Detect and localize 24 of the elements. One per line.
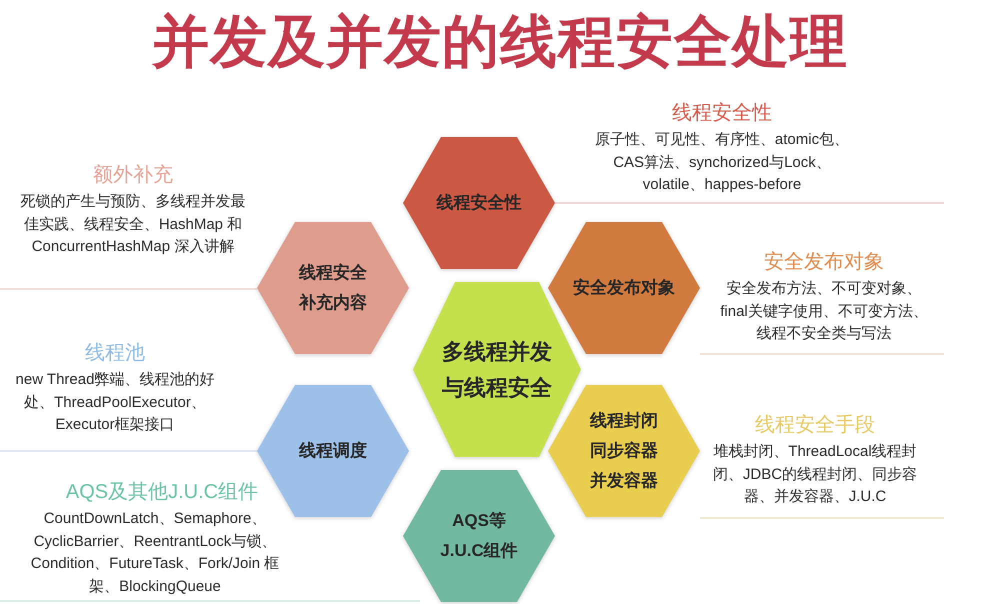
hexagon-label: AQS等J.U.C组件	[439, 510, 519, 562]
hexagon-label: 线程安全性	[435, 192, 522, 214]
section-heading: 安全发布对象	[764, 250, 884, 275]
hexagon-label: 多线程并发与线程安全	[441, 338, 553, 402]
title: 并发及并发的线程安全处理	[152, 9, 848, 76]
hexagon-label: 线程调度	[298, 440, 368, 462]
section-heading: 线程池	[85, 341, 145, 366]
hexagon-label: 线程封闭同步容器并发容器	[588, 410, 659, 492]
section-description: new Thread弊端、线程池的好处、ThreadPoolExecutor、Executor框架接口	[14, 370, 216, 435]
section-description: CountDownLatch、Semaphore、CyclicBarrier、ReentrantLock与锁、Condition、FutureTask、Fork/Join 框架、BlockingQueue	[30, 509, 280, 596]
hexagon-label: 安全发布对象	[572, 277, 676, 299]
hexagon-label: 线程安全补充内容	[298, 262, 368, 314]
hexagon	[403, 137, 555, 269]
section-description: 堆栈封闭、ThreadLocal线程封闭、JDBC的线程封闭、同步容器、并发容器、J.U.C	[712, 442, 918, 507]
hexagon	[403, 470, 555, 602]
section-description: 安全发布方法、不可变对象、final关键字使用、不可变方法、线程不安全类与写法	[719, 279, 929, 344]
section-heading: AQS及其他J.U.C组件	[66, 480, 258, 505]
section-heading: 线程安全性	[672, 101, 772, 126]
section-description: 死锁的产生与预防、多线程并发最佳实践、线程安全、HashMap 和 ConcurrentHashMap 深入讲解	[20, 192, 246, 257]
section-heading: 额外补充	[93, 163, 173, 188]
hexagon	[257, 222, 409, 354]
section-heading: 线程安全手段	[755, 413, 875, 438]
hexagon	[257, 385, 409, 517]
section-description: 原子性、可见性、有序性、atomic包、CAS算法、synchorized与Lock、volatile、happes-before	[594, 130, 850, 195]
